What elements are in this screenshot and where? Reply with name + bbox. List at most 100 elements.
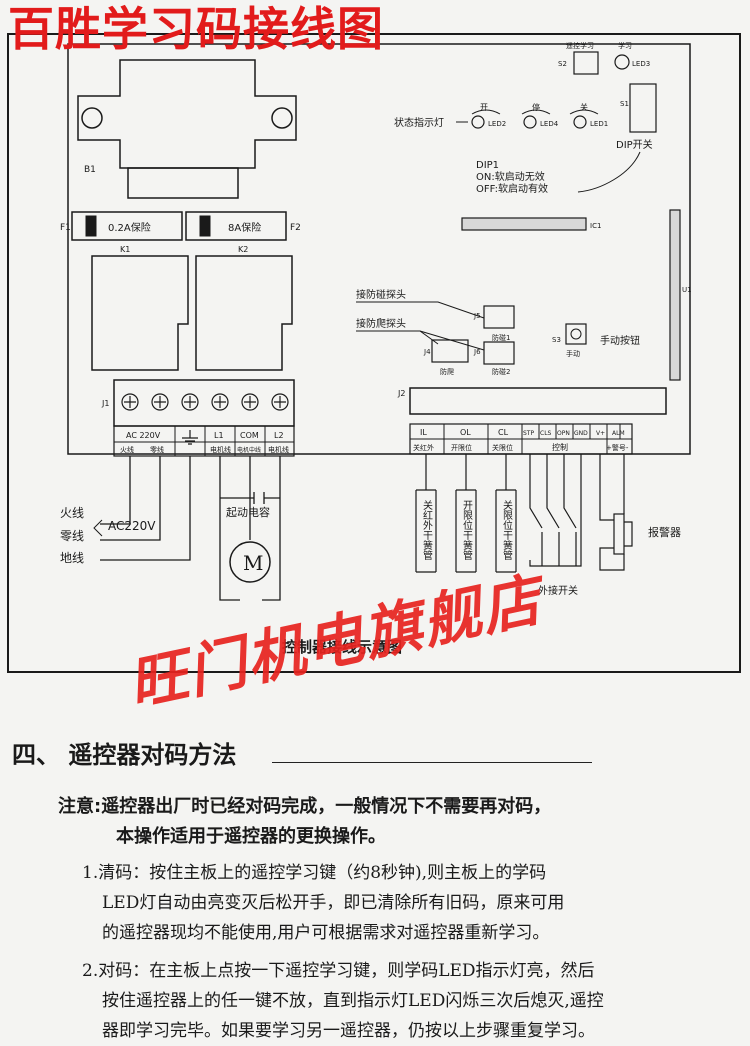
- s3-label: S3: [552, 336, 561, 344]
- v-plus-label: V+: [596, 430, 605, 437]
- com-label: COM: [240, 431, 259, 440]
- reed-switch-2-label: 开限位干簧管: [461, 500, 473, 561]
- step-pair-code: 2.对码：在主板上点按一下遥控学习键，则学码LED指示灯亮，然后 按住遥控器上的…: [82, 956, 604, 1046]
- alarm-sig-label: +警号-: [606, 443, 629, 452]
- fangpeng1-label: 防碰1: [492, 333, 510, 342]
- led-open-label: 开: [480, 103, 488, 112]
- connector-j4: [431, 339, 469, 363]
- j2-label: J2: [397, 389, 405, 398]
- reed-switch-wiring: [415, 454, 517, 573]
- fangpa-label: 防爬: [440, 367, 454, 376]
- remote-learn-button: [573, 51, 599, 75]
- learn-label: 学习: [618, 41, 632, 50]
- il-label: IL: [420, 428, 427, 437]
- fuse-f2-cap: [199, 215, 211, 237]
- motor-wire-2: 电机线: [268, 445, 289, 454]
- alarm-wiring: [599, 454, 633, 571]
- motor-mid-label: 电机中线: [237, 446, 261, 454]
- diagram-frame: [7, 33, 741, 673]
- dip-arrow: [577, 151, 641, 193]
- remote-learn-label: 遥控学习: [566, 41, 594, 50]
- terminal-block-j1: [113, 379, 295, 427]
- anti-collision-label: 接防碰探头: [356, 288, 406, 301]
- f1-label: F1: [60, 223, 71, 233]
- dip-switch-label: DIP开关: [616, 138, 653, 151]
- fuse-f1-cap: [85, 215, 97, 237]
- manual-label: 手动: [566, 349, 580, 358]
- power-wiring: [100, 456, 281, 601]
- note-block: 注意:遥控器出厂时已经对码完成，一般情况下不需要再对码， 本操作适用于遥控器的更…: [58, 792, 551, 852]
- j5-label: J5: [473, 312, 481, 320]
- led2-label: LED2: [488, 120, 506, 128]
- fuse-f2-rating: 8A保险: [228, 221, 261, 234]
- step1-line3: 的遥控器现均不能使用,用户可根据需求对遥控器重新学习。: [102, 923, 550, 943]
- k1-label: K1: [120, 245, 130, 254]
- dip-on: ON:软启动无效: [476, 170, 545, 183]
- ac220-label: AC 220V: [126, 431, 161, 440]
- motor-symbol: M: [243, 551, 263, 575]
- cl-label: CL: [498, 428, 509, 437]
- wiring-diagram: B1 F1 0.2A保险 8A保险 F2 K1 K2 遥控学习 学习 S2 LE…: [7, 33, 741, 673]
- neutral-short-label: 零线: [150, 445, 164, 454]
- chip-ic1: [461, 217, 587, 231]
- ol-sub-label: 开限位: [451, 443, 472, 452]
- k2-label: K2: [238, 245, 248, 254]
- gnd-label: GND: [574, 430, 588, 437]
- fuse-f2: [185, 211, 287, 241]
- step2-line1: 2.对码：在主板上点按一下遥控学习键，则学码LED指示灯亮，然后: [82, 961, 595, 981]
- relay-k2: [195, 255, 293, 371]
- controller-board: [67, 43, 691, 455]
- step-clear-code: 1.清码：按住主板上的遥控学习键（约8秒钟),则主板上的学码 LED灯自动由亮变…: [82, 858, 564, 948]
- stp-label: STP: [523, 430, 534, 437]
- ol-label: OL: [460, 428, 471, 437]
- j6-label: J6: [473, 348, 481, 356]
- led3-icon: [614, 54, 630, 70]
- led4-label: LED4: [540, 120, 559, 128]
- j1-screw-terminals: [121, 393, 289, 411]
- motor-icon: [229, 541, 271, 583]
- note-line-2: 本操作适用于遥控器的更换操作。: [116, 826, 386, 847]
- manual-button-label: 手动按钮: [600, 334, 640, 347]
- alm-label: ALM: [612, 430, 625, 437]
- s1-label: S1: [620, 100, 629, 108]
- start-capacitor-label: 起动电容: [226, 505, 270, 519]
- l2-label: L2: [274, 431, 284, 440]
- connector-j5: [483, 305, 515, 329]
- step1-line2: LED灯自动由亮变灭后松开手，即已清除所有旧码，原来可用: [102, 893, 565, 913]
- module-u1: [669, 209, 681, 381]
- reed-switch-1-label: 关红外干簧管: [421, 499, 433, 561]
- led4-icon: [523, 115, 537, 129]
- anti-climb-label: 接防爬探头: [356, 317, 406, 330]
- dip-title: DIP1: [476, 160, 499, 171]
- external-switch-wiring: [529, 454, 582, 567]
- motor-wire-1: 电机线: [210, 445, 231, 454]
- f2-label: F2: [290, 223, 301, 233]
- wire-neutral-label: 零线: [60, 529, 84, 543]
- connector-j6: [483, 341, 515, 365]
- led1-label: LED1: [590, 120, 608, 128]
- ac220v-label: AC220V: [108, 519, 156, 533]
- ac-bracket: [93, 519, 103, 537]
- opn-label: OPN: [557, 430, 570, 437]
- j4-label: J4: [423, 348, 431, 356]
- fuse-f1: [71, 211, 183, 241]
- fuse-f1-rating: 0.2A保险: [108, 221, 151, 234]
- note-line-1: 注意:遥控器出厂时已经对码完成，一般情况下不需要再对码，: [58, 796, 552, 817]
- j1-label: J1: [101, 399, 109, 408]
- step2-line2: 按住遥控器上的任一键不放，直到指示灯LED闪烁三次后熄灭,遥控: [102, 991, 604, 1011]
- led2-icon: [471, 115, 485, 129]
- led1-icon: [573, 115, 587, 129]
- il-sub-label: 关红外: [413, 443, 434, 452]
- led3-label: LED3: [632, 60, 650, 68]
- cl-sub-label: 关限位: [492, 443, 513, 452]
- external-switch-label: 外接开关: [538, 584, 578, 597]
- cls-label: CLS: [540, 430, 552, 437]
- status-led-label: 状态指示灯: [394, 116, 444, 129]
- diagram-caption: 控制器接线示意图: [282, 638, 402, 656]
- dip-switch-s1: [629, 83, 657, 133]
- led-stop-label: 停: [532, 102, 540, 112]
- section-title: 四、 遥控器对码方法: [12, 741, 237, 769]
- b1-label: B1: [84, 165, 96, 175]
- live-short-label: 火线: [120, 445, 134, 454]
- banner-title: 百胜学习码接线图: [8, 2, 384, 56]
